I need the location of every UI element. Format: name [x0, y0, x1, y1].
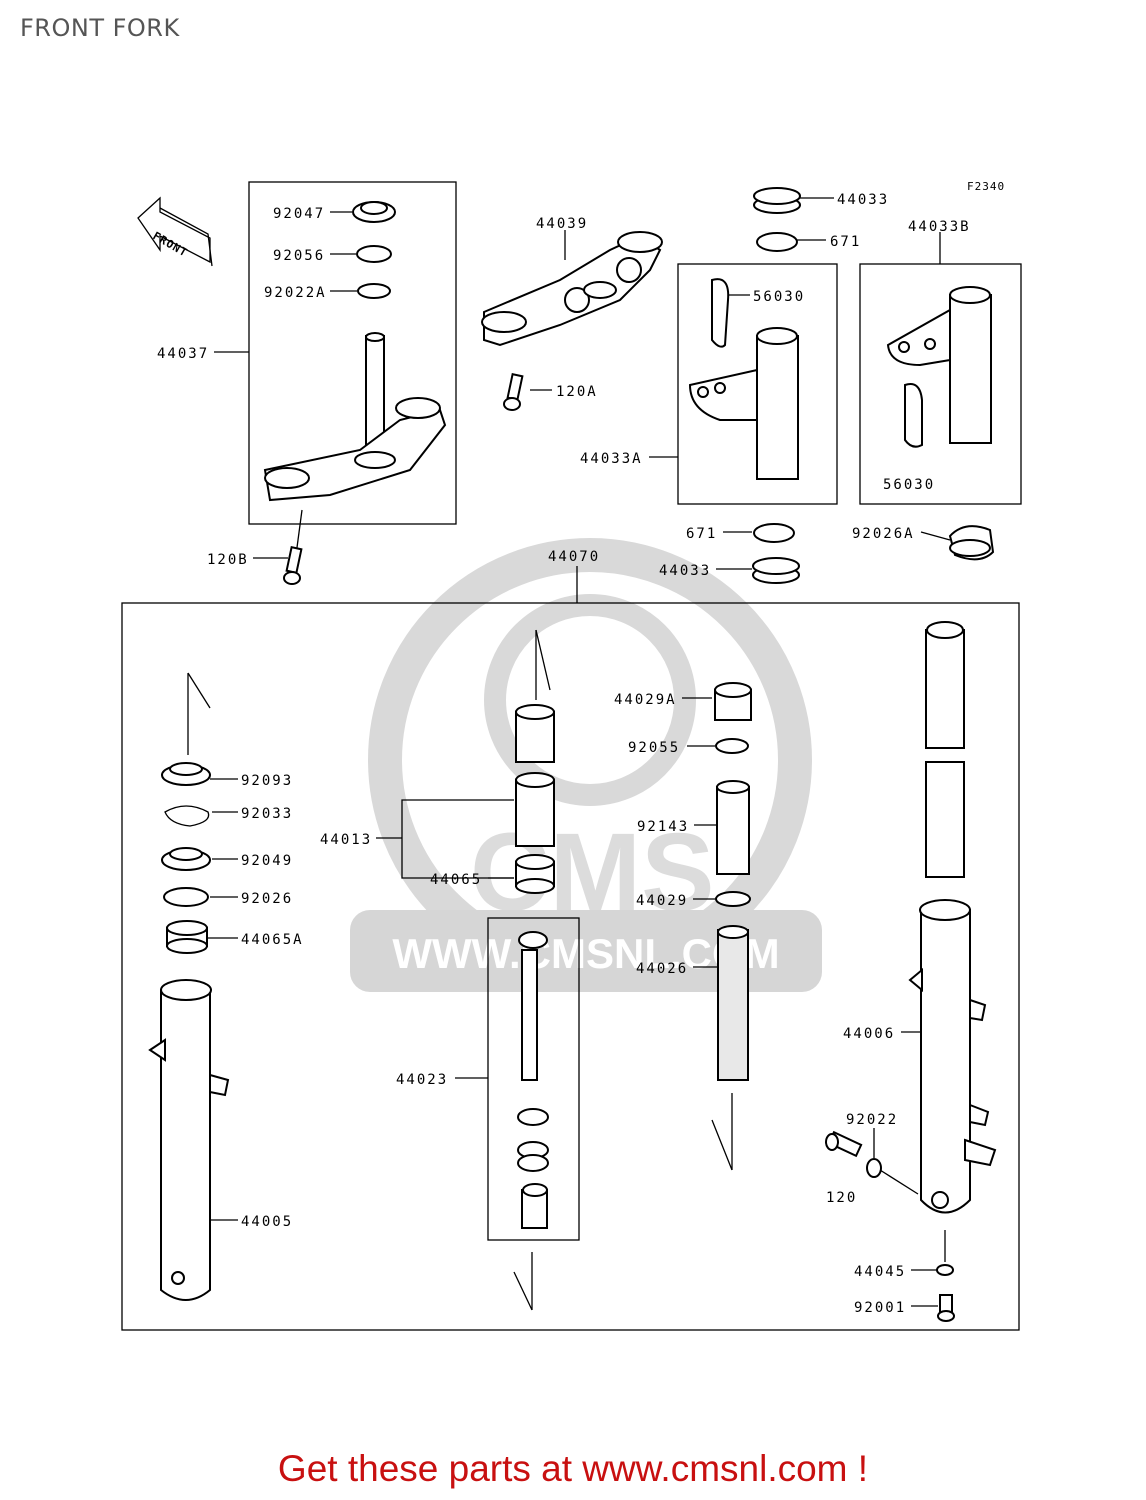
damper-rod-44023: [517, 931, 549, 1229]
oring-92055: [715, 738, 749, 754]
label-44026: 44026: [636, 961, 688, 977]
handlebar-44033A-box: [677, 263, 838, 505]
label-92143: 92143: [637, 819, 689, 835]
label-44033-top: 44033: [837, 192, 889, 208]
bushing-44065: [515, 854, 555, 894]
washer-92047: [352, 201, 396, 223]
oring-671-top: [756, 232, 798, 252]
front-direction-arrow: FRONT: [137, 196, 213, 267]
washer-92026: [163, 887, 209, 907]
washer-92056: [356, 245, 392, 263]
label-92047: 92047: [273, 206, 325, 222]
washer-44029: [715, 891, 751, 907]
spacer-92143: [716, 780, 750, 875]
cap-bolt-44029A: [714, 682, 752, 721]
cap-92026A: [948, 525, 995, 561]
oil-seal-92049: [161, 847, 211, 871]
label-44013: 44013: [320, 832, 372, 848]
fork-tube-44013-top: [515, 704, 555, 763]
label-44033-bottom: 44033: [659, 563, 711, 579]
label-44070: 44070: [548, 549, 600, 565]
label-44023: 44023: [396, 1072, 448, 1088]
footer-link[interactable]: Get these parts at www.cmsnl.com !: [277, 1448, 869, 1489]
front-fork-exploded-diagram: CMS WWW.CMSNL.COM F2340 FRONT: [121, 180, 1022, 1331]
label-92001: 92001: [854, 1300, 906, 1316]
label-56030-a: 56030: [753, 289, 805, 305]
label-120: 120: [826, 1190, 857, 1206]
washer-92022A: [357, 283, 391, 299]
watermark-url: WWW.CMSNL.COM: [392, 930, 779, 977]
figure-code: F2340: [967, 180, 1005, 193]
label-120B: 120B: [207, 552, 249, 568]
label-92056: 92056: [273, 248, 325, 264]
label-56030-b: 56030: [883, 477, 935, 493]
label-44005: 44005: [241, 1214, 293, 1230]
dust-seal-92093: [161, 762, 211, 786]
steering-stem-44037: [263, 332, 447, 502]
inner-tube-right: [925, 621, 965, 878]
outer-tube-44005: [148, 979, 230, 1301]
label-44045: 44045: [854, 1264, 906, 1280]
washer-92022: [866, 1158, 882, 1178]
label-44039: 44039: [536, 216, 588, 232]
handlebar-44033B: [886, 286, 992, 448]
bushing-44033-top: [753, 187, 801, 214]
bolt-92001: [937, 1294, 955, 1322]
bolt-120: [825, 1130, 863, 1158]
clip-92033: [164, 805, 210, 827]
fork-tube-44013-bottom: [515, 772, 555, 847]
cmsnl-watermark: CMS WWW.CMSNL.COM: [350, 538, 822, 992]
fork-assembly-44070-box: [121, 602, 1020, 1331]
label-44029A: 44029A: [614, 692, 677, 708]
bushing-44065A: [166, 920, 208, 954]
handlebar-44033B-box: [859, 263, 1022, 505]
oring-671-bottom: [753, 523, 795, 543]
label-92033: 92033: [241, 806, 293, 822]
upper-bracket-44039: [481, 231, 663, 347]
label-44033B: 44033B: [908, 219, 971, 235]
bushing-44033-bottom: [752, 557, 800, 584]
label-671-bottom: 671: [686, 526, 717, 542]
bracket-44013: [401, 799, 514, 879]
label-92022A: 92022A: [264, 285, 327, 301]
label-92049: 92049: [241, 853, 293, 869]
label-92055: 92055: [628, 740, 680, 756]
damper-rod-44023-box: [487, 917, 580, 1241]
label-44037: 44037: [157, 346, 209, 362]
bolt-120A: [503, 373, 524, 411]
label-44006: 44006: [843, 1026, 895, 1042]
label-44033A: 44033A: [580, 451, 643, 467]
stem-group-box: [248, 181, 457, 525]
label-671-top: 671: [830, 234, 861, 250]
label-92022: 92022: [846, 1112, 898, 1128]
label-92026A: 92026A: [852, 526, 915, 542]
label-44065A: 44065A: [241, 932, 304, 948]
outer-tube-44006: [908, 899, 997, 1214]
washer-44045: [936, 1264, 954, 1276]
label-44029: 44029: [636, 893, 688, 909]
handlebar-44033A: [688, 278, 799, 480]
spring-44026: [717, 925, 749, 1081]
bolt-120B: [283, 509, 303, 585]
label-120A: 120A: [556, 384, 598, 400]
label-92026: 92026: [241, 891, 293, 907]
label-92093: 92093: [241, 773, 293, 789]
page-title: FRONT FORK: [20, 14, 180, 42]
label-44065: 44065: [430, 872, 482, 888]
